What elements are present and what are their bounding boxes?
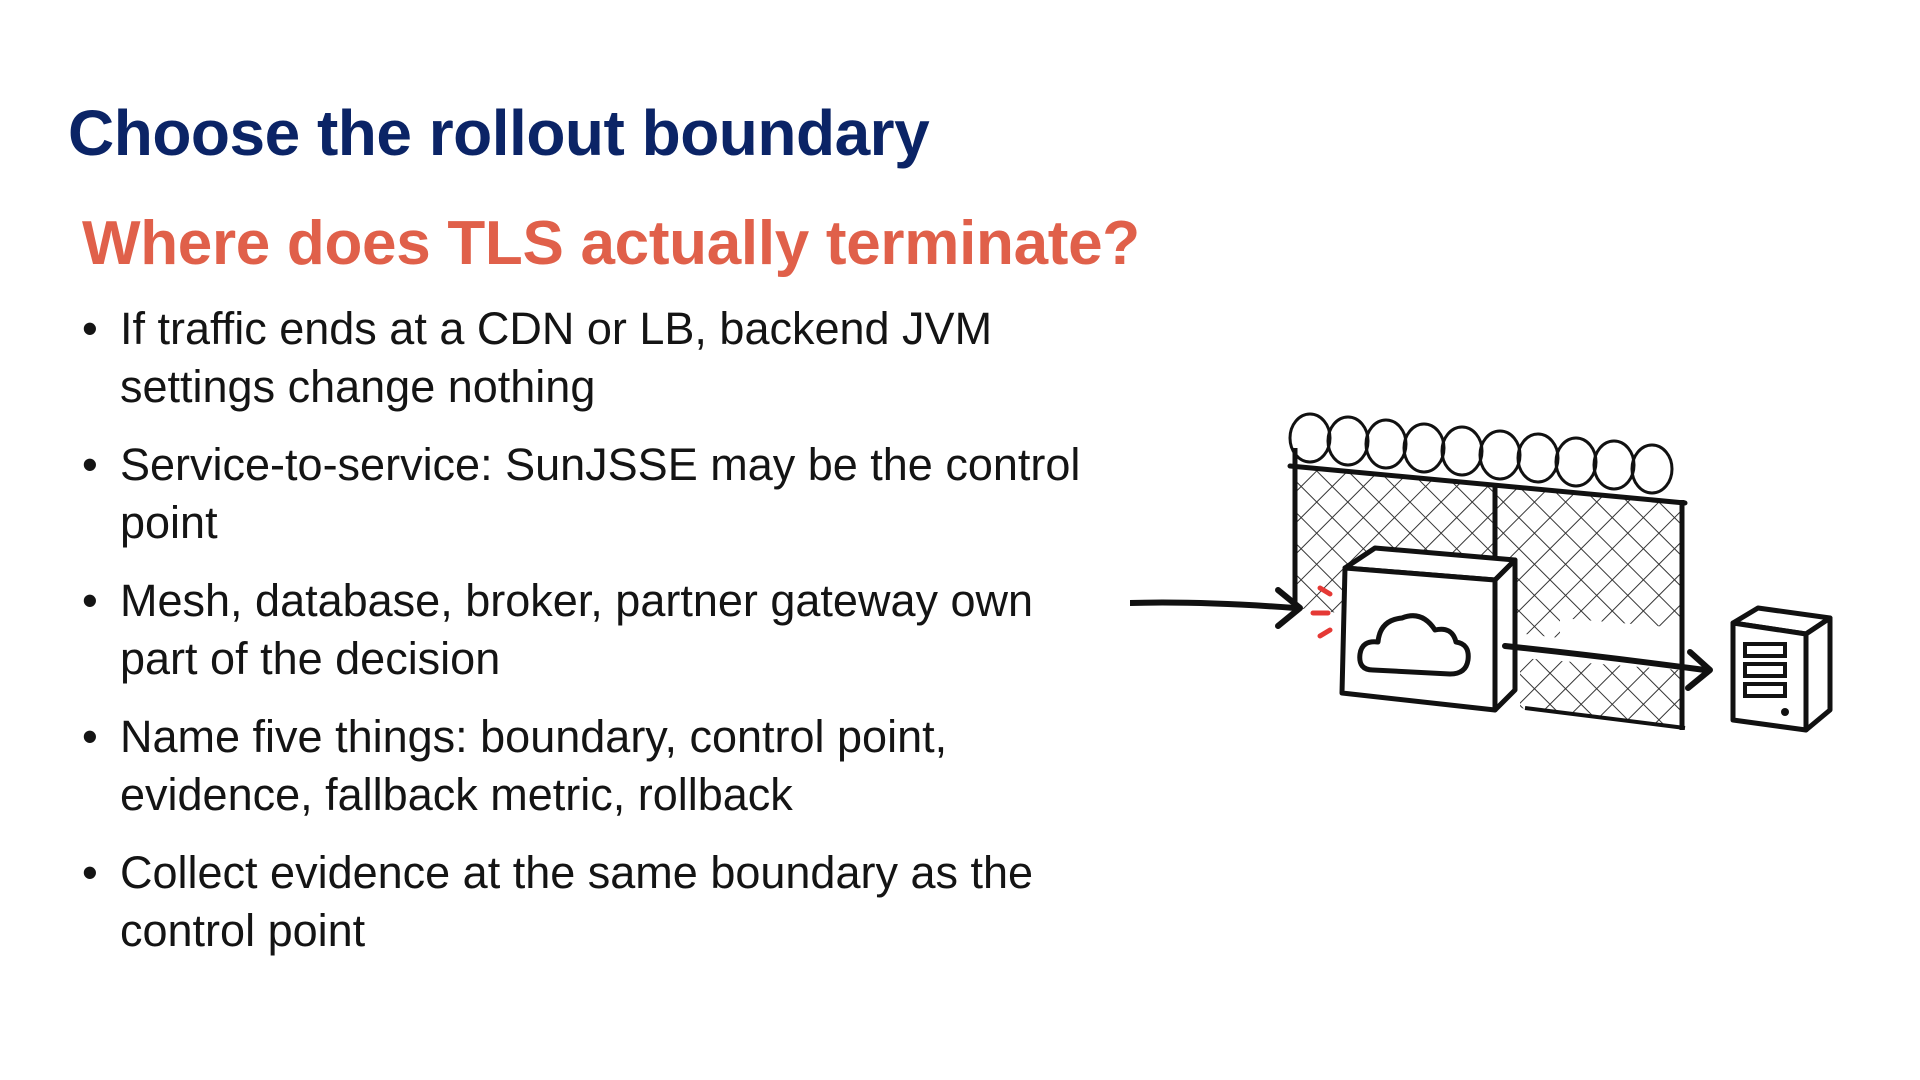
bullet-list: If traffic ends at a CDN or LB, backend … bbox=[82, 300, 1082, 980]
bullet-item: Mesh, database, broker, partner gateway … bbox=[82, 572, 1082, 688]
bullet-item: If traffic ends at a CDN or LB, backend … bbox=[82, 300, 1082, 416]
bullet-item: Collect evidence at the same boundary as… bbox=[82, 844, 1082, 960]
slide-subtitle: Where does TLS actually terminate? bbox=[82, 209, 1140, 278]
cloud-box-icon bbox=[1339, 545, 1518, 713]
arrow-right-icon bbox=[1130, 587, 1303, 629]
alert-spark-icon bbox=[1310, 585, 1333, 639]
server-tower-icon bbox=[1730, 605, 1833, 733]
arrow-right-icon bbox=[1502, 643, 1713, 691]
bullet-item: Service-to-service: SunJSSE may be the c… bbox=[82, 436, 1082, 552]
bullet-item: Name five things: boundary, control poin… bbox=[82, 708, 1082, 824]
slide-title: Choose the rollout boundary bbox=[68, 97, 930, 169]
tls-boundary-illustration bbox=[1130, 412, 1833, 733]
